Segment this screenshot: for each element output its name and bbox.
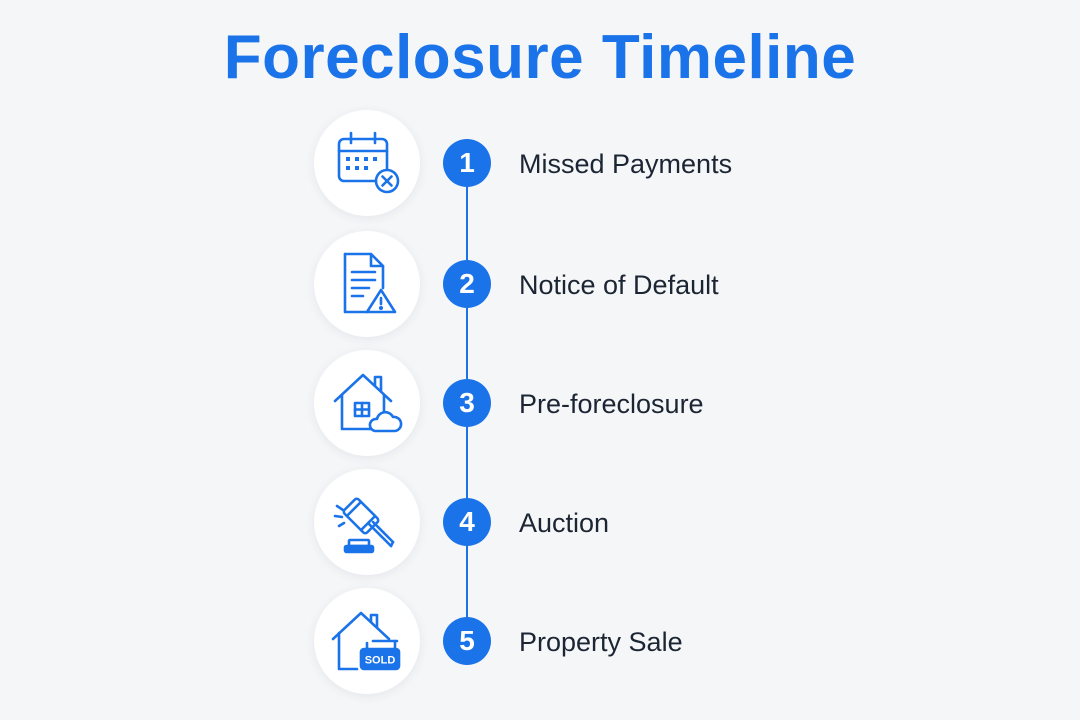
step-icon-circle: [314, 469, 420, 575]
step-icon-circle: [314, 231, 420, 337]
sold-sign-text: SOLD: [365, 655, 396, 667]
document-warning-icon: [343, 252, 397, 314]
house-sold-sign-icon: SOLD: [331, 611, 401, 671]
timeline-step-notice-of-default: 2 Notice of Default: [0, 231, 1080, 341]
step-label: Missed Payments: [519, 149, 733, 179]
step-label: Property Sale: [519, 627, 683, 657]
timeline-step-property-sale: SOLD 5 Property Sale: [0, 588, 1080, 698]
step-number-badge: 2: [443, 260, 491, 308]
gavel-icon: [333, 497, 395, 554]
step-number-badge: 1: [443, 139, 491, 187]
step-number-badge: 5: [443, 617, 491, 665]
calendar-x-icon: [337, 131, 400, 194]
step-label: Auction: [519, 508, 610, 538]
step-number-badge: 4: [443, 498, 491, 546]
step-icon-circle: [314, 350, 420, 456]
step-icon-circle: SOLD: [314, 588, 420, 694]
timeline-step-auction: 4 Auction: [0, 469, 1080, 579]
timeline-step-missed-payments: 1 Missed Payments: [0, 110, 1080, 220]
timeline-step-pre-foreclosure: 3 Pre-foreclosure: [0, 350, 1080, 460]
step-label: Pre-foreclosure: [519, 389, 704, 419]
step-label: Notice of Default: [519, 270, 719, 300]
page-title: Foreclosure Timeline: [223, 23, 857, 92]
step-icon-circle: [314, 110, 420, 216]
step-number-badge: 3: [443, 379, 491, 427]
house-cloud-icon: [333, 373, 403, 433]
